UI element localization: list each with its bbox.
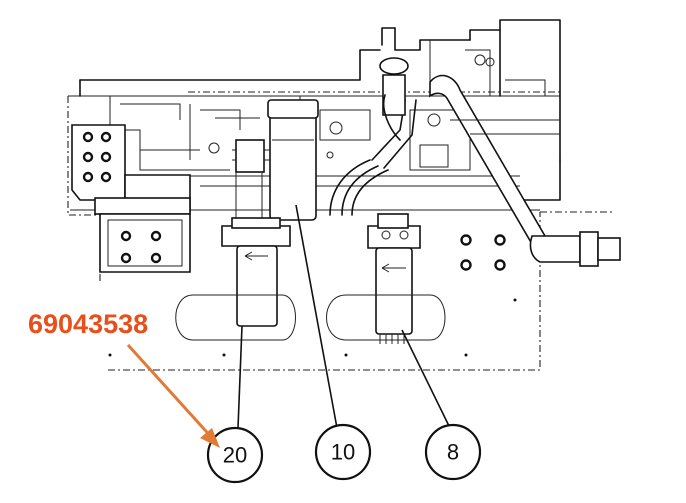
leader-lines	[237, 204, 451, 429]
mount-bolts	[460, 234, 506, 271]
part-number-label: 69043538	[28, 309, 148, 339]
left-bracket	[71, 124, 191, 273]
filter-8	[367, 213, 421, 344]
right-pipe	[429, 74, 621, 267]
callout-label: 8	[447, 440, 459, 465]
lower-panel	[108, 294, 517, 357]
part-number-annotation: 69043538	[28, 309, 220, 448]
callout-label: 20	[223, 443, 247, 468]
filter-10	[232, 99, 319, 221]
filter-20	[221, 172, 291, 327]
callout-10: 10	[314, 423, 372, 481]
callout-label: 10	[331, 440, 355, 465]
pointer-arrow	[126, 343, 216, 442]
engine-block	[79, 49, 520, 187]
callout-20: 20	[206, 426, 264, 484]
callout-8: 8	[424, 423, 482, 481]
hoses	[329, 57, 417, 216]
arrowhead-icon	[200, 428, 220, 448]
